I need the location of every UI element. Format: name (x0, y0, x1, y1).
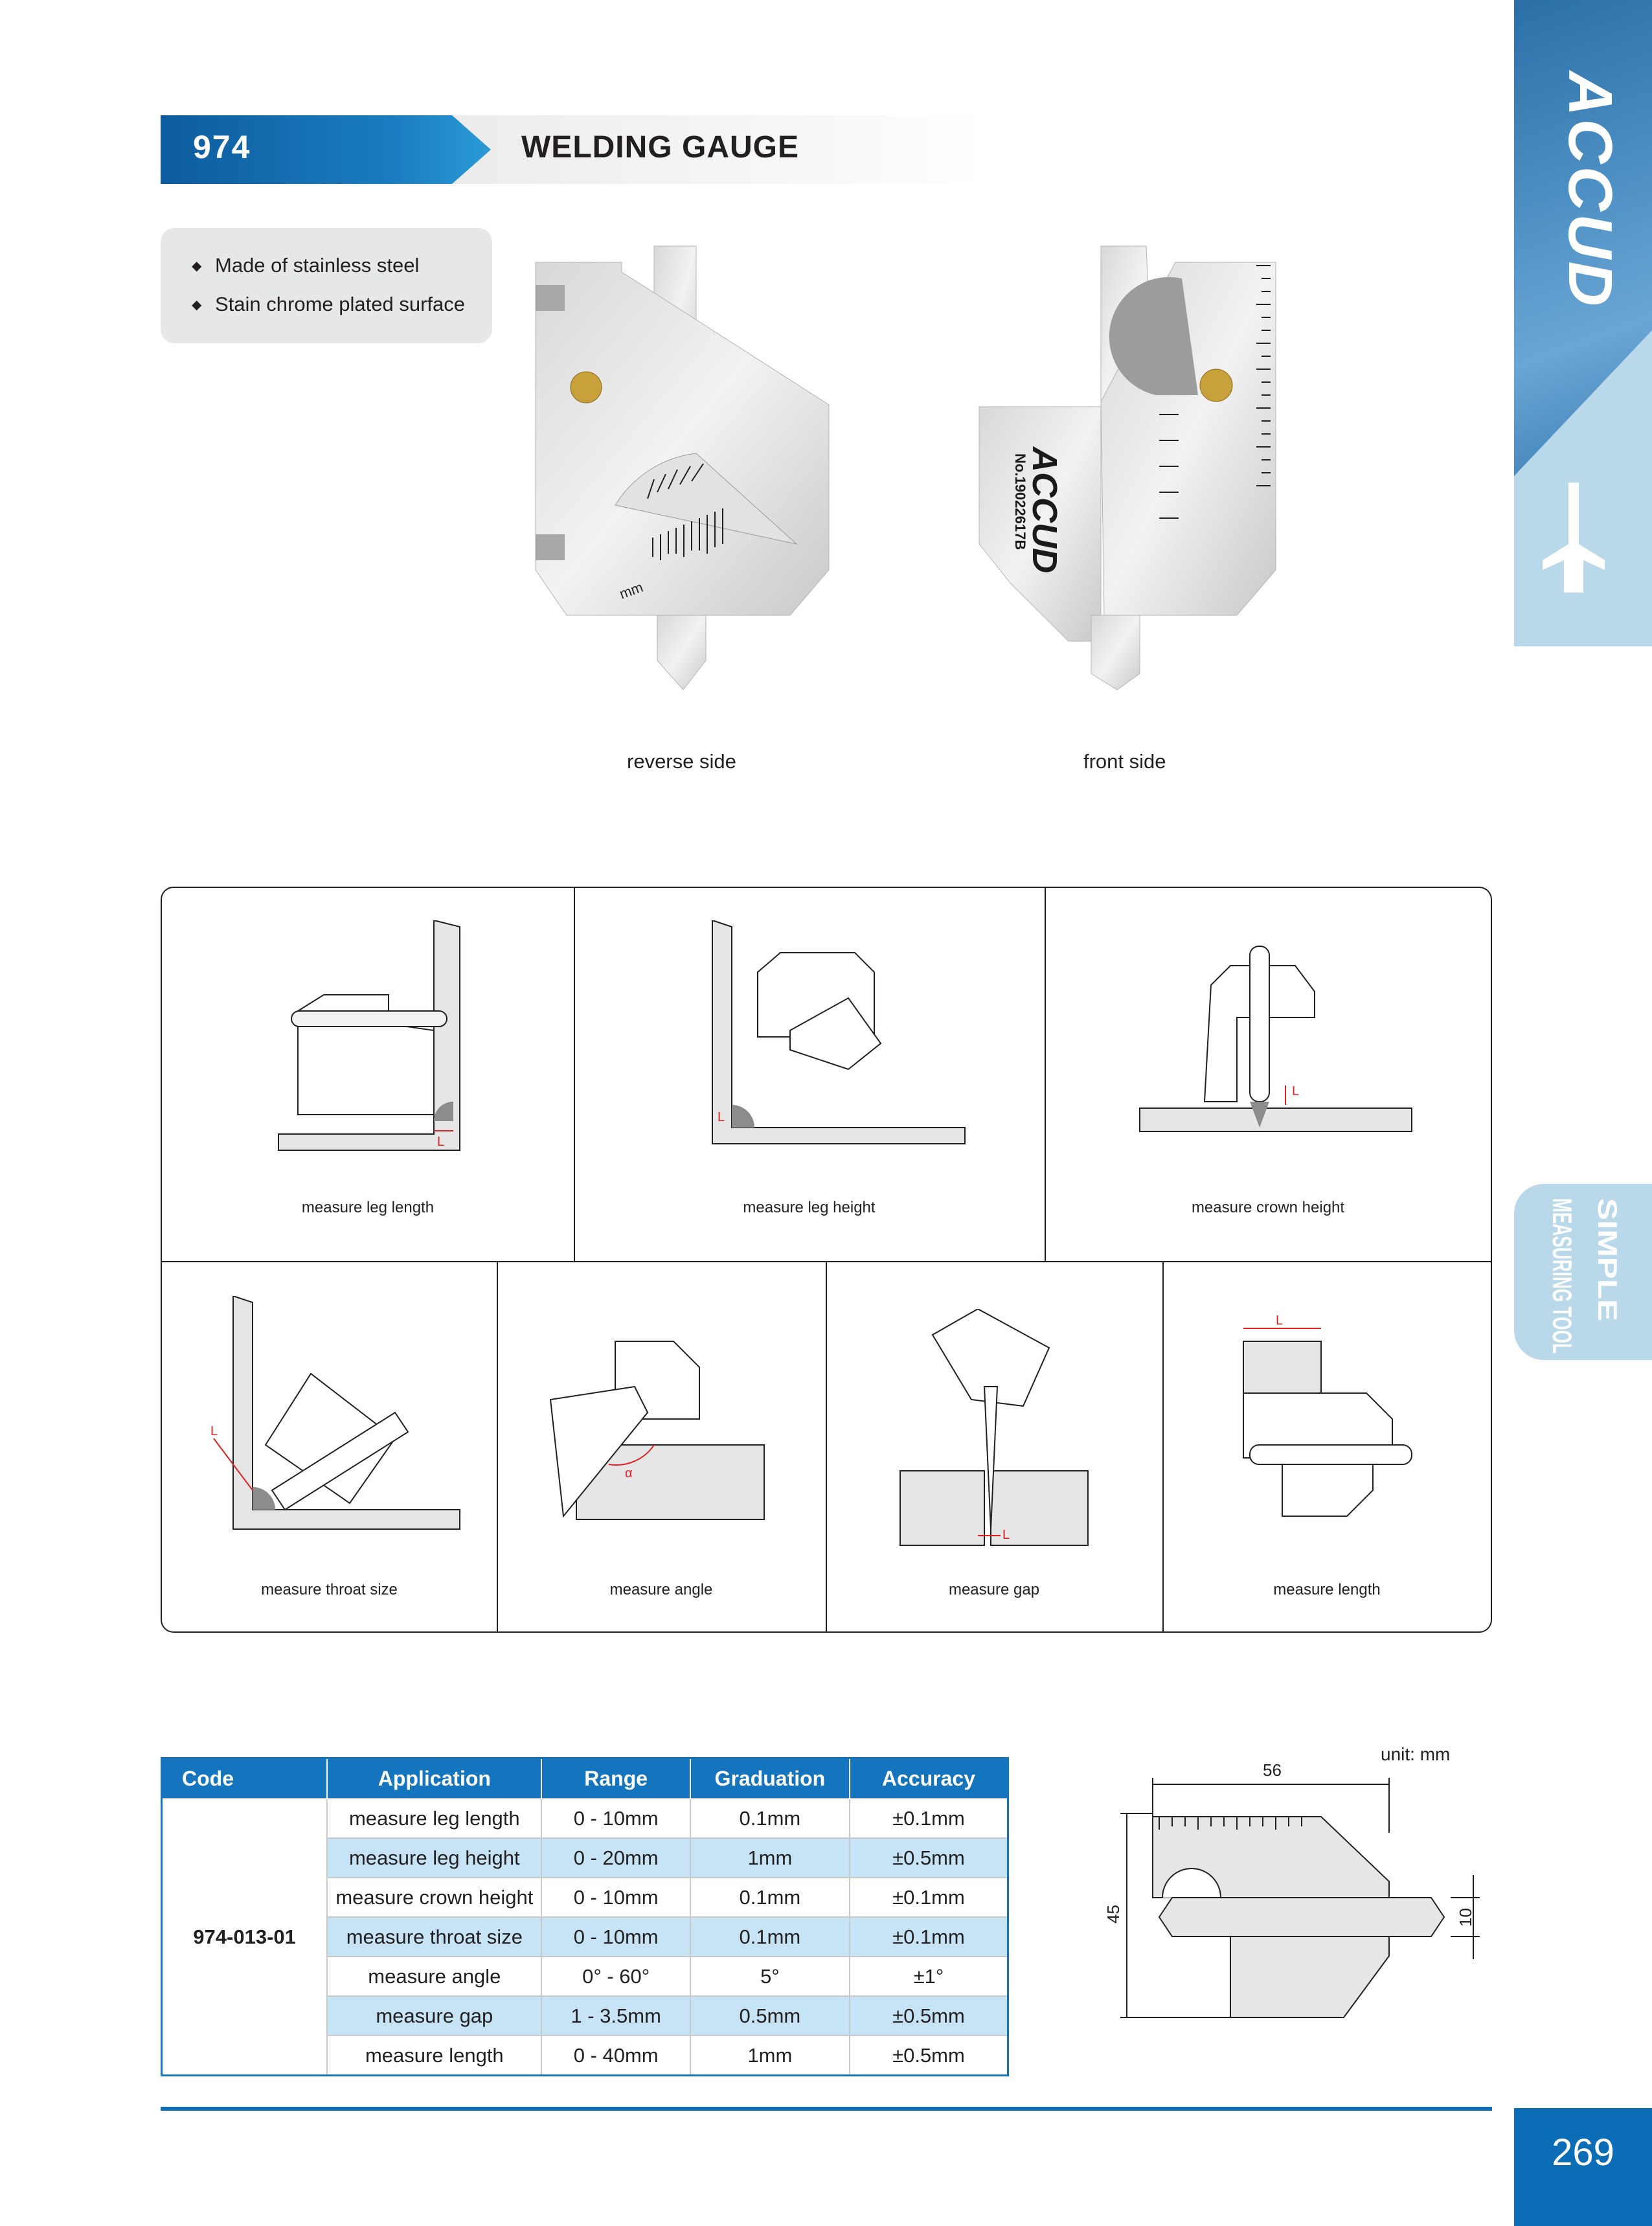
svg-text:MEASURING TOOL: MEASURING TOOL (1547, 1198, 1578, 1354)
column-header: Application (327, 1758, 543, 1799)
table-cell: 0.1mm (689, 1916, 850, 1957)
page-number-box (1514, 2108, 1652, 2226)
spec-table: Code Application Range Graduation Accura… (161, 1757, 1009, 2076)
serial-number: No.19022617B (1012, 453, 1028, 550)
table-cell: 1mm (689, 2035, 850, 2076)
table-cell: ±1° (848, 1956, 1009, 1997)
table-row: 974-013-01 measure leg length 0 - 10mm 0… (161, 1798, 1009, 2076)
usage-caption: measure leg height (743, 1199, 876, 1216)
table-row: measure crown height 0 - 10mm 0.1mm ±0.1… (162, 1877, 1009, 1918)
grid-divider (826, 1261, 827, 1631)
column-header: Range (541, 1758, 691, 1799)
width-dimension: 56 (1263, 1762, 1282, 1780)
table-cell: measure leg length (326, 1798, 543, 1839)
svg-text:L: L (210, 1424, 218, 1438)
table-cell: measure crown height (326, 1877, 543, 1918)
table-cell: 0 - 40mm (541, 2035, 691, 2076)
table-cell: ±0.1mm (848, 1798, 1009, 1839)
leg-length-diagram: L (278, 920, 460, 1151)
grid-divider (497, 1261, 498, 1631)
crown-height-diagram: L (1139, 946, 1412, 1132)
product-code-cell: 974-013-01 (161, 1798, 328, 2076)
column-header: Code (161, 1758, 328, 1799)
svg-text:L: L (437, 1135, 444, 1149)
usage-diagram-grid: L measure leg length L measure leg heigh… (161, 887, 1492, 1633)
table-cell: ±0.5mm (848, 1995, 1009, 2036)
table-cell: 0 - 10mm (541, 1798, 691, 1839)
side-brand-logo: ACCUD (1556, 71, 1625, 309)
thickness-dimension: 10 (1456, 1908, 1475, 1927)
table-cell: 0 - 10mm (541, 1877, 691, 1918)
svg-text:SIMPLE: SIMPLE (1592, 1198, 1623, 1321)
page-number: 269 (1552, 2131, 1614, 2174)
usage-caption: measure angle (609, 1581, 713, 1598)
reverse-side-caption: reverse side (627, 750, 736, 773)
svg-text:L: L (1292, 1084, 1299, 1098)
usage-caption: measure gap (948, 1581, 1040, 1598)
usage-caption: measure throat size (261, 1581, 398, 1598)
svg-text:L: L (1002, 1528, 1010, 1542)
table-cell: ±0.1mm (848, 1877, 1009, 1918)
product-code: 974 (193, 129, 251, 165)
grid-divider (574, 888, 575, 1261)
table-row: measure throat size 0 - 10mm 0.1mm ±0.1m… (162, 1916, 1009, 1957)
table-cell: measure throat size (326, 1916, 543, 1957)
leg-height-diagram: L (712, 920, 966, 1144)
table-header-row: Code Application Range Graduation Accura… (161, 1758, 1008, 1799)
table-cell: 0 - 10mm (541, 1916, 691, 1957)
table-cell: 1mm (689, 1837, 850, 1878)
front-side-caption: front side (1083, 750, 1166, 773)
column-header: Accuracy (849, 1758, 1008, 1799)
table-cell: 0.5mm (689, 1995, 850, 2036)
length-diagram: L (1243, 1315, 1412, 1517)
table-row: measure length 0 - 40mm 1mm ±0.5mm (162, 2035, 1009, 2076)
table-row: measure leg height 0 - 20mm 1mm ±0.5mm (162, 1837, 1009, 1878)
unit-label: unit: mm (1381, 1744, 1451, 1764)
svg-text:L: L (718, 1110, 725, 1124)
angle-diagram: α (549, 1341, 765, 1520)
category-tab-label: SIMPLE MEASURING TOOL (1547, 1198, 1623, 1354)
brand-mark: ACCUD (1025, 446, 1064, 573)
table-row: measure gap 1 - 3.5mm 0.5mm ±0.5mm (162, 1995, 1009, 2036)
front-side-image: ACCUD No.19022617B (979, 245, 1276, 690)
tool-silhouette-icon (1543, 483, 1605, 593)
svg-text:α: α (625, 1466, 633, 1481)
table-cell: measure leg height (326, 1837, 543, 1878)
page-title: WELDING GAUGE (521, 130, 799, 165)
table-cell: ±0.1mm (848, 1916, 1009, 1957)
header-code-bar: 974 (161, 115, 491, 184)
column-header: Graduation (690, 1758, 850, 1799)
dimension-drawing: 56 45 10 (1103, 1762, 1480, 2018)
table-cell: 1 - 3.5mm (541, 1995, 691, 2036)
grid-divider (1045, 888, 1046, 1261)
feature-box: Made of stainless steel Stain chrome pla… (161, 228, 492, 343)
table-cell: 0° - 60° (541, 1956, 691, 1997)
table-cell: measure angle (326, 1956, 543, 1997)
grid-divider (1162, 1261, 1164, 1631)
usage-caption: measure length (1273, 1581, 1381, 1598)
table-cell: measure gap (326, 1995, 543, 2036)
table-row: measure angle 0° - 60° 5° ±1° (162, 1956, 1009, 1997)
table-cell: 0.1mm (689, 1877, 850, 1918)
footer-rule (161, 2107, 1492, 2111)
svg-text:L: L (1276, 1315, 1283, 1328)
usage-caption: measure crown height (1191, 1199, 1345, 1216)
table-cell: 5° (689, 1956, 850, 1997)
table-cell: 0.1mm (689, 1798, 850, 1839)
reverse-side-image: mm (535, 245, 830, 690)
table-cell: ±0.5mm (848, 1837, 1009, 1878)
usage-caption: measure leg length (301, 1199, 435, 1216)
table-cell: ±0.5mm (848, 2035, 1009, 2076)
gap-diagram: L (900, 1309, 1089, 1546)
feature-item: Stain chrome plated surface (192, 293, 465, 316)
header-title-bar: WELDING GAUGE (453, 115, 984, 184)
feature-item: Made of stainless steel (192, 254, 419, 277)
height-dimension: 45 (1103, 1905, 1123, 1924)
table-cell: measure length (326, 2035, 543, 2076)
throat-size-diagram: L (210, 1296, 460, 1530)
table-cell: 0 - 20mm (541, 1837, 691, 1878)
category-tab (1514, 1184, 1652, 1360)
